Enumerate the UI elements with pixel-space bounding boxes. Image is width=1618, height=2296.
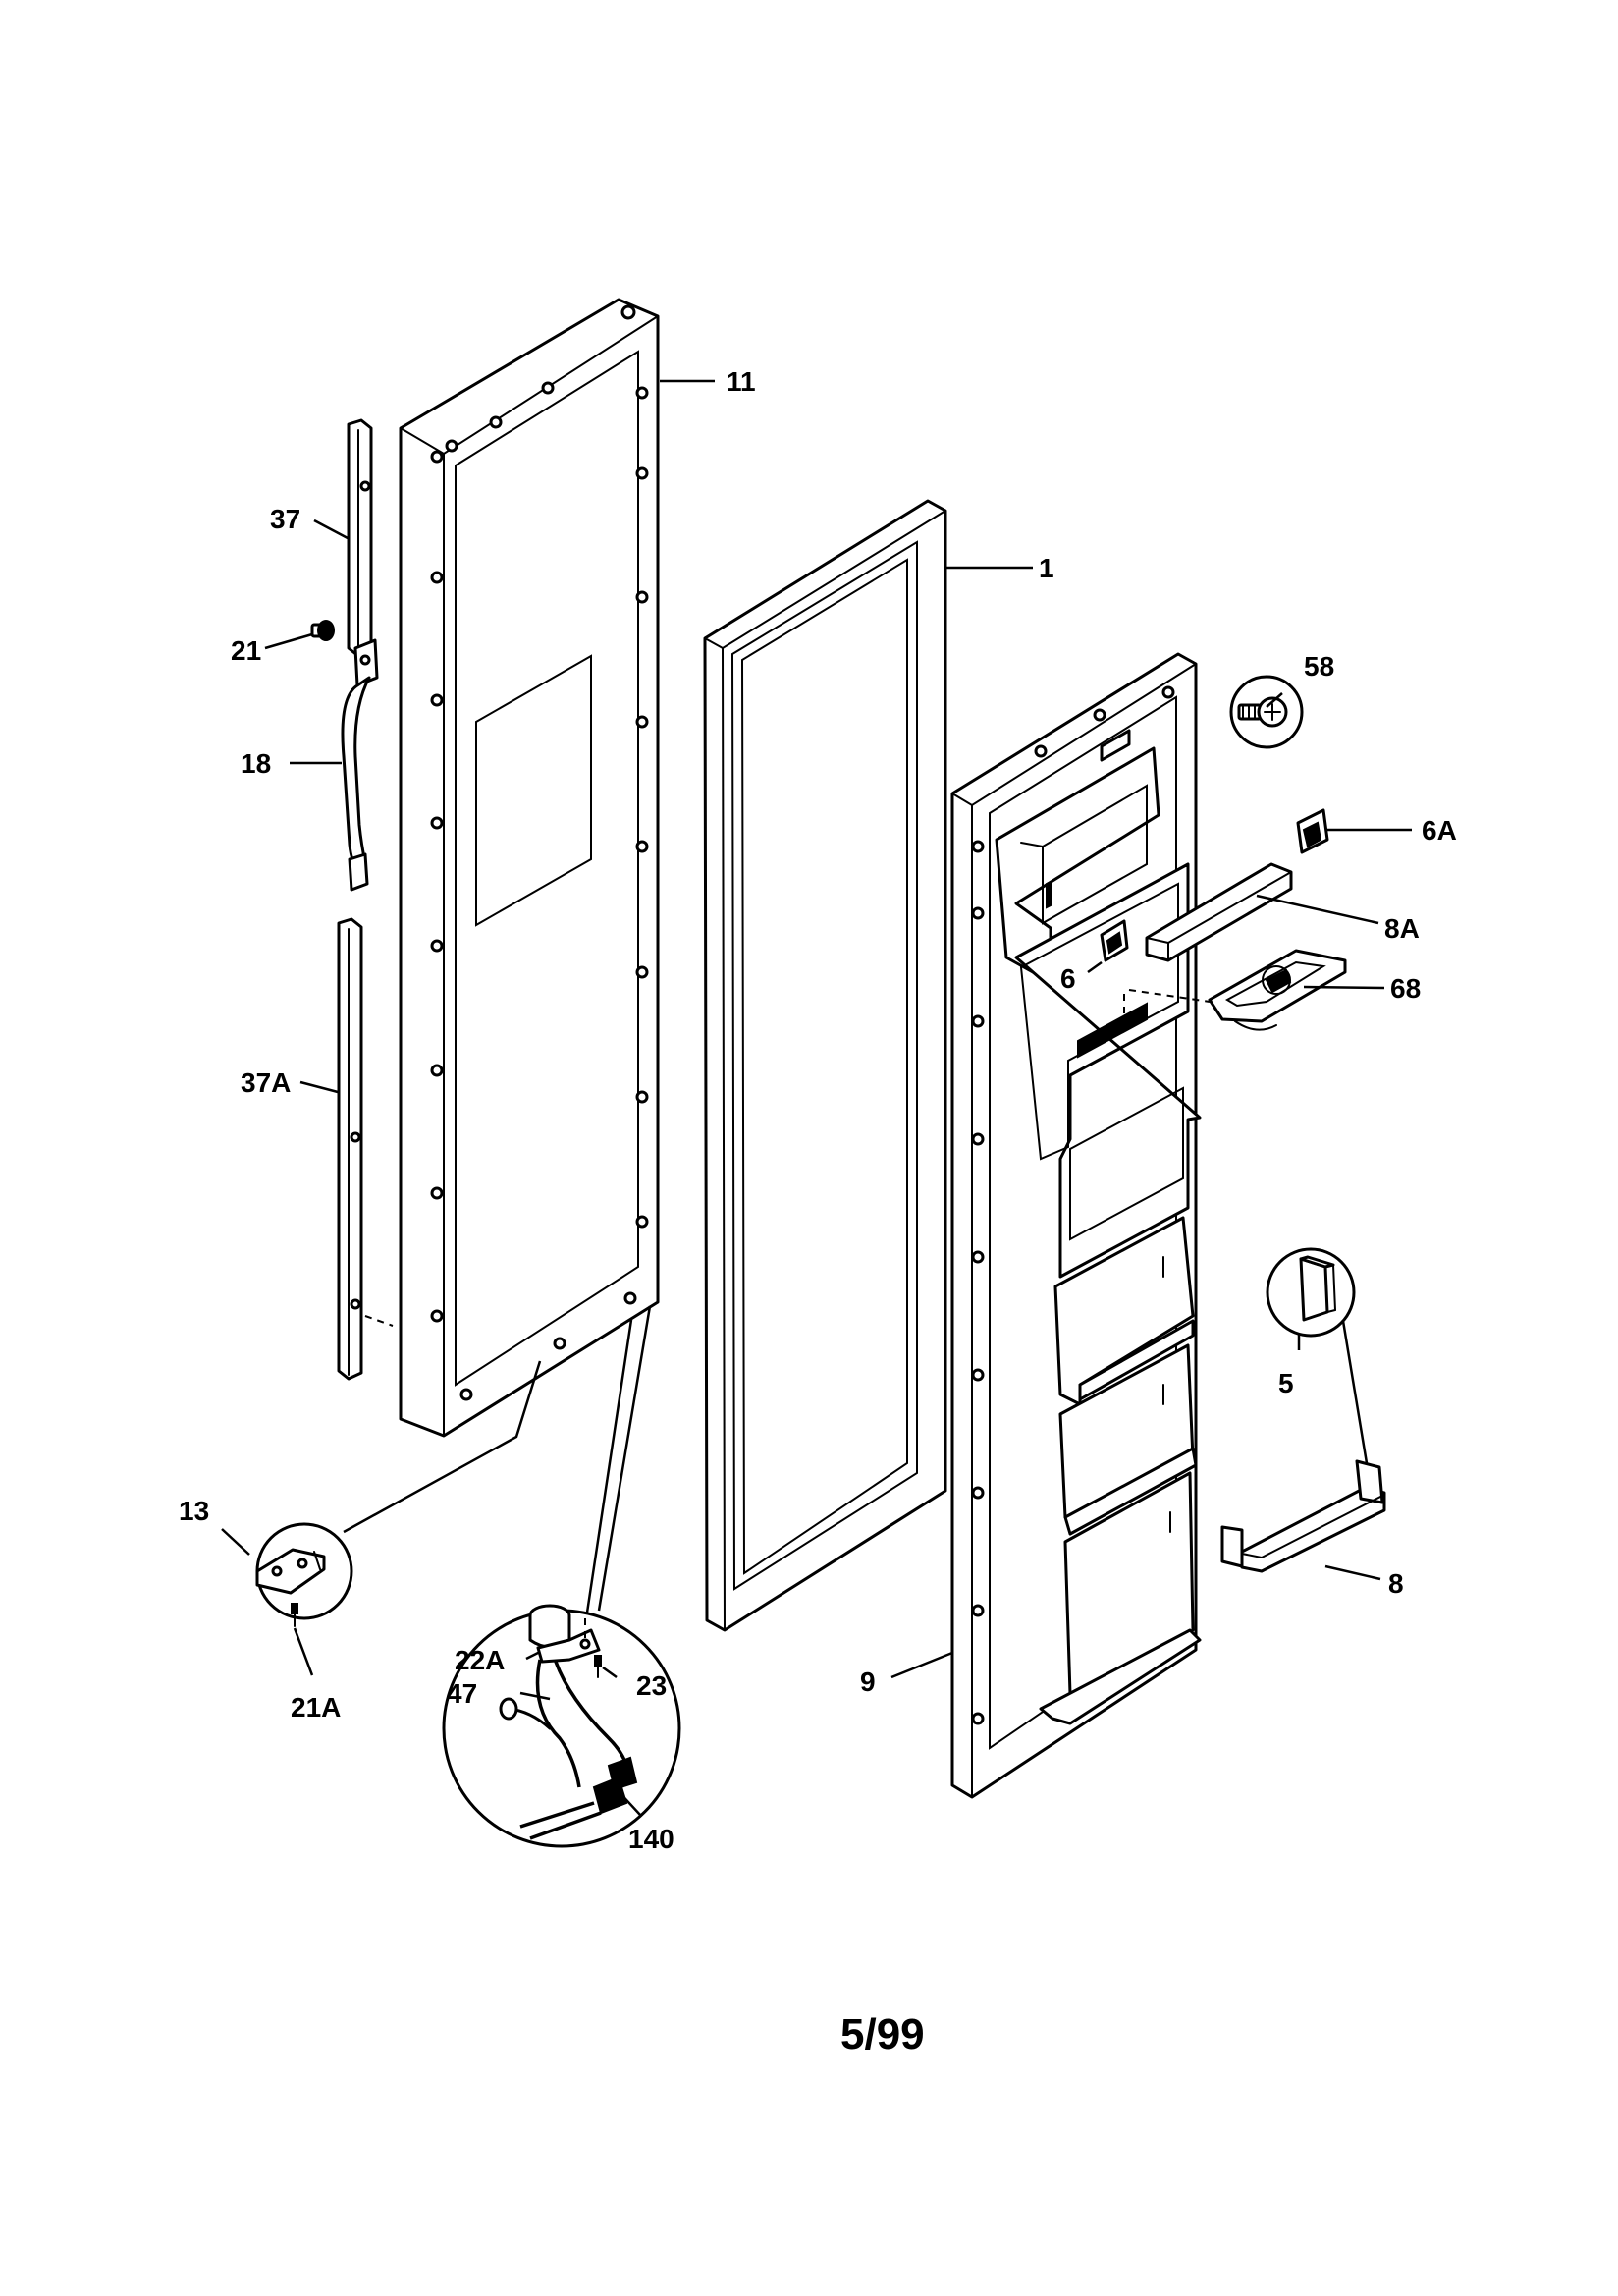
lower-shelves (1039, 1216, 1202, 1725)
callout-140: 140 (628, 1824, 674, 1854)
panel-holes (430, 304, 649, 1401)
callout-23: 23 (636, 1670, 667, 1701)
part-callouts: 11 1 37 21 18 37A 58 6A 8A 6 68 5 8 13 2… (179, 366, 1457, 1854)
callout-1: 1 (1039, 553, 1054, 583)
callout-68: 68 (1390, 973, 1421, 1004)
door-shelf-bar (1220, 1459, 1386, 1573)
dispenser-rail (1145, 862, 1293, 962)
callout-11: 11 (727, 366, 756, 397)
callout-18: 18 (241, 748, 271, 779)
hinge-bracket-detail-13 (255, 1522, 353, 1627)
clip-part-6A (1296, 808, 1329, 854)
liner-holes (971, 685, 1175, 1725)
callout-6: 6 (1060, 963, 1076, 994)
inner-door-liner (950, 652, 1202, 1799)
callout-37: 37 (270, 504, 300, 534)
end-cap-detail-5 (1266, 1247, 1356, 1338)
upper-handle-trim (347, 418, 373, 658)
callout-47: 47 (447, 1678, 477, 1709)
door-handle (341, 638, 379, 892)
callout-8A: 8A (1384, 913, 1420, 944)
callout-9: 9 (860, 1667, 876, 1697)
callout-37A: 37A (241, 1067, 291, 1098)
date-code: 5/99 (840, 2010, 925, 2058)
callout-8: 8 (1388, 1568, 1404, 1599)
screw-detail-58 (1229, 675, 1304, 749)
outer-door-panel (399, 298, 660, 1438)
switch-detail-22A (442, 1604, 681, 1848)
lower-handle-trim (337, 917, 363, 1381)
callout-13: 13 (179, 1496, 209, 1526)
dispenser-actuator (1208, 949, 1347, 1031)
callout-21: 21 (231, 635, 261, 666)
callout-21A: 21A (291, 1692, 341, 1722)
screw-21 (310, 620, 335, 641)
callout-5: 5 (1278, 1368, 1294, 1398)
door-gasket (703, 499, 947, 1632)
callout-22A: 22A (455, 1645, 505, 1675)
callout-6A: 6A (1422, 815, 1457, 846)
leader-lines (221, 379, 1412, 1816)
callout-58: 58 (1304, 651, 1334, 682)
clip-part-6 (1100, 919, 1129, 962)
